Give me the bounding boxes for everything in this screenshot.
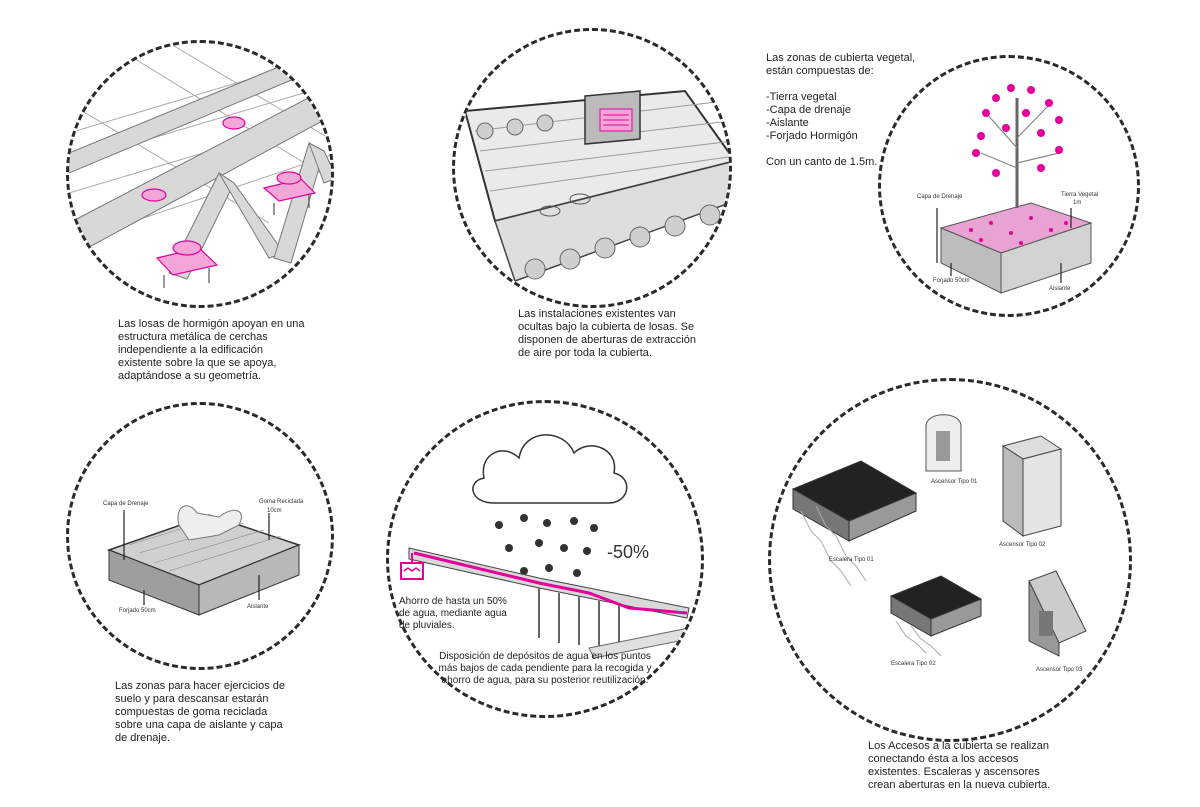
label-capa-drenaje: Capa de Drenaje [103, 501, 149, 507]
label-tierra-vegetal: Tierra Vegetal [1061, 192, 1098, 198]
label-aislante: Aislante [1049, 286, 1071, 292]
green-roof-text: Las zonas de cubierta vegetal, están com… [766, 52, 916, 169]
green-roof-layer: -Tierra vegetal [766, 91, 837, 103]
label-ascensor-2: Ascensor Tipo 02 [999, 542, 1046, 548]
label-capa-drenaje: Capa de Drenaje [917, 194, 963, 200]
installations-caption: Las instalaciones existentes van ocultas… [518, 308, 696, 359]
label-escalera-1: Escalera Tipo 01 [829, 557, 874, 563]
label-goma-dim: 10cm [267, 508, 282, 514]
stairs-elevators-illustration: Ascensor Tipo 01 Ascensor Tipo 02 Ascens… [791, 414, 1087, 673]
access-diagram-circle: Ascensor Tipo 01 Ascensor Tipo 02 Ascens… [768, 378, 1132, 742]
access-caption: Los Accesos a la cubierta se realizan co… [868, 740, 1051, 791]
exercise-caption: Las zonas para hacer ejercicios de suelo… [115, 680, 285, 744]
green-roof-diagram-circle: Capa de Drenaje Tierra Vegetal 1m Forjad… [878, 55, 1140, 317]
green-roof-illustration: Capa de Drenaje Tierra Vegetal 1m Forjad… [917, 84, 1098, 294]
label-tierra-vegetal-dim: 1m [1073, 200, 1081, 206]
green-roof-layer: -Forjado Hormigón [766, 130, 858, 142]
slab-installations-illustration [463, 89, 729, 282]
label-goma-reciclada: Goma Reciclada [259, 499, 304, 505]
green-roof-layer: -Aislante [766, 117, 809, 129]
structure-caption: Las losas de hormigón apoyan en una estr… [118, 318, 305, 382]
label-escalera-2: Escalera Tipo 02 [891, 661, 936, 667]
truss-structure-illustration [69, 43, 331, 288]
exercise-floor-illustration: Capa de Drenaje Goma Reciclada 10cm Forj… [103, 499, 304, 616]
water-saving-percent: -50% [607, 542, 649, 562]
label-forjado: Forjado 50cm [933, 278, 970, 284]
label-ascensor-3: Ascensor Tipo 03 [1036, 667, 1083, 673]
exercise-diagram-circle: Capa de Drenaje Goma Reciclada 10cm Forj… [66, 402, 334, 670]
rainwater-illustration: -50% [400, 434, 695, 659]
label-forjado: Forjado 50cm [119, 608, 156, 614]
label-aislante: Aislante [247, 604, 269, 610]
structure-diagram-circle [66, 40, 334, 308]
green-roof-intro: Las zonas de cubierta vegetal, están com… [766, 52, 916, 77]
green-roof-note: Con un canto de 1.5m. [766, 156, 878, 168]
water-inner-note: Ahorro de hasta un 50% de agua, mediante… [399, 596, 507, 631]
water-caption: Disposición de depósitos de agua en los … [438, 651, 652, 686]
green-roof-layer: -Capa de drenaje [766, 104, 852, 116]
installations-diagram-circle [452, 28, 732, 308]
water-diagram-circle: -50% [386, 400, 704, 718]
label-ascensor-1: Ascensor Tipo 01 [931, 479, 978, 485]
